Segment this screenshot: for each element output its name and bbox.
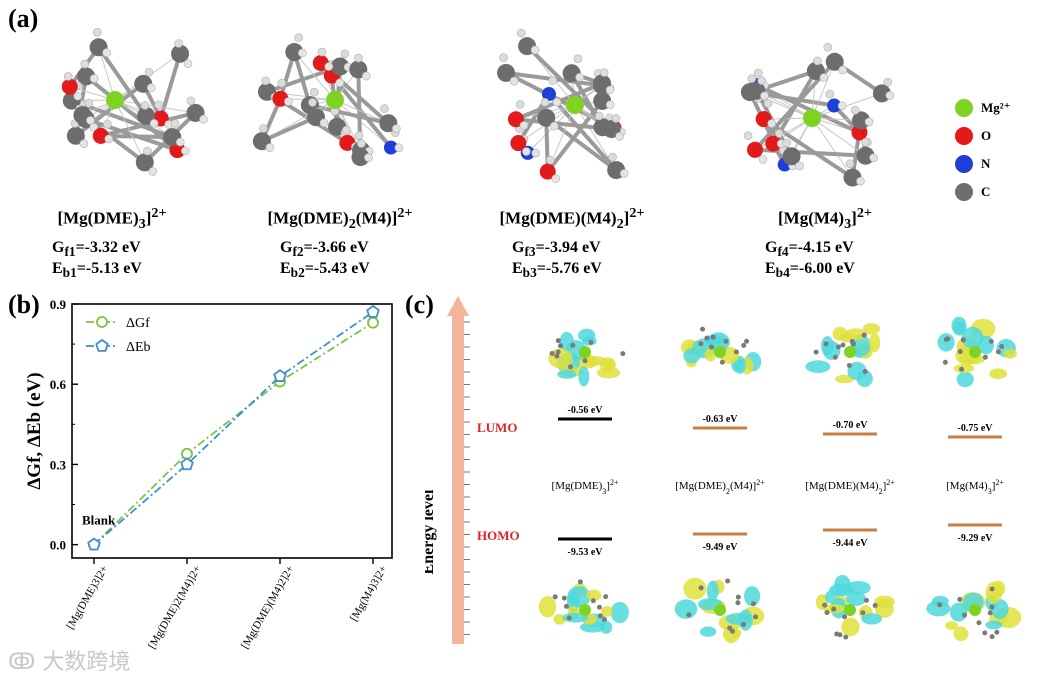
data-point (273, 369, 287, 382)
binding-energy: Eb4=-6.00 eV (765, 260, 855, 281)
legend-marker (95, 338, 109, 352)
x-tick-label: [Mg(DME)(M4)2]2+ (239, 564, 296, 652)
legend-n: N (955, 150, 1045, 178)
homo-value: -9.49 eV (703, 542, 739, 553)
y-tick-label: 0.6 (50, 377, 67, 392)
binding-energy: Eb3=-5.76 eV (512, 260, 602, 281)
lumo-value: -0.63 eV (703, 414, 739, 425)
energy-axis-label: Energy level (425, 489, 437, 574)
legend-o: O (955, 122, 1045, 150)
complex-card: [Mg(DME)3]2+ Gf1=-3.32 eV Eb1=-5.13 eV (12, 205, 212, 281)
complex-name-c: [Mg(DME)3]2+ (552, 478, 619, 496)
legend-label: ΔGf (126, 316, 150, 331)
lumo-value: -0.56 eV (568, 405, 604, 416)
data-point (366, 304, 380, 318)
y-tick-label: 0.3 (50, 457, 67, 472)
complex-card: [Mg(M4)3]2+ Gf4=-4.15 eV Eb4=-6.00 eV (725, 205, 925, 281)
c-atom-icon (955, 183, 973, 201)
legend-mg-label: Mg²⁺ (981, 100, 1011, 115)
molecule-model (61, 28, 208, 176)
complex-name-c: [Mg(DME)(M4)2]2+ (805, 478, 895, 496)
lumo-orbital (937, 316, 1017, 388)
y-tick-label: 0.9 (50, 297, 67, 312)
lumo-value: -0.70 eV (833, 420, 869, 431)
molecule-model (497, 28, 629, 183)
x-tick-label: [Mg(DME)2(M4)]2+ (146, 564, 203, 652)
binding-energy: Eb1=-5.13 eV (52, 260, 142, 281)
homo-orbital (815, 574, 895, 640)
x-tick-label: [Mg(DME)3]2+ (64, 564, 110, 632)
lumo-orbital (548, 328, 626, 387)
homo-orbital (926, 580, 1022, 642)
legend-marker (96, 316, 108, 328)
molecule-model (740, 42, 895, 187)
homo-value: -9.53 eV (568, 547, 604, 558)
legend-o-label: O (981, 128, 992, 143)
watermark-text: 大数跨境 (42, 650, 131, 675)
blank-annotation: Blank (82, 513, 116, 528)
legend-n-label: N (981, 156, 991, 171)
legend-c-label: C (981, 184, 991, 199)
y-axis-label: ΔGf, ΔEb (eV) (24, 372, 45, 489)
atom-legend: Mg²⁺ O N C (955, 94, 1045, 206)
binding-energy: Eb2=-5.43 eV (280, 260, 370, 281)
watermark: ↂ 大数跨境 (8, 644, 130, 676)
mg-atom-icon (955, 99, 973, 117)
data-point (367, 316, 379, 329)
plot-frame (71, 303, 393, 559)
complex-name-c: [Mg(M4)3]2+ (946, 478, 1004, 496)
data-point (87, 537, 101, 551)
complex-card: [Mg(DME)2(M4)]2+ Gf2=-3.66 eV Eb2=-5.43 … (240, 205, 440, 281)
energy-level-diagram: Energy level LUMO HOMO -0.56 eV -9.53 eV [Mg(… (425, 296, 1022, 644)
watermark-logo-icon: ↂ (8, 650, 36, 675)
complex-name: [Mg(DME)2(M4)]2+ (267, 205, 413, 233)
complex-name: [Mg(M4)3]2+ (778, 205, 872, 233)
formation-energy: Gf3=-3.94 eV (512, 239, 601, 260)
x-tick-label: [Mg(M4)3]2+ (348, 564, 390, 624)
energy-arrow-head (447, 296, 469, 316)
legend-c: C (955, 178, 1045, 206)
energy-arrow-shaft (452, 314, 464, 644)
legend-label: ΔEb (126, 340, 151, 355)
molecule-model (252, 33, 404, 167)
formation-energy: Gf1=-3.32 eV (52, 239, 141, 260)
data-point (180, 457, 194, 471)
o-atom-icon (955, 127, 973, 145)
panel-b-label: (b) (8, 290, 40, 319)
lumo-orbital (680, 326, 762, 375)
panel-c-label: (c) (405, 290, 434, 319)
homo-orbital (538, 579, 629, 634)
complex-card: [Mg(DME)(M4)2]2+ Gf3=-3.94 eV Eb3=-5.76 … (472, 205, 672, 281)
n-atom-icon (955, 155, 973, 173)
series-line (93, 321, 374, 546)
lumo-label: LUMO (477, 420, 517, 435)
homo-label: HOMO (477, 528, 520, 543)
formation-energy: Gf4=-4.15 eV (765, 239, 854, 260)
panel-a-label: (a) (8, 4, 39, 33)
homo-value: -9.29 eV (958, 533, 994, 544)
homo-value: -9.44 eV (833, 538, 869, 549)
lumo-value: -0.75 eV (958, 423, 994, 434)
legend-mg: Mg²⁺ (955, 94, 1045, 122)
molecule-structures (61, 28, 895, 187)
homo-orbital (674, 577, 765, 644)
y-tick-label: 0.0 (50, 538, 66, 553)
formation-energy: Gf2=-3.66 eV (280, 239, 369, 260)
data-point (181, 447, 193, 460)
complex-name: [Mg(DME)3]2+ (57, 205, 167, 233)
complex-name: [Mg(DME)(M4)2]2+ (499, 205, 645, 233)
complex-name-c: [Mg(DME)2(M4)]2+ (675, 478, 765, 496)
series-line (93, 311, 374, 546)
lumo-orbital (805, 323, 881, 388)
